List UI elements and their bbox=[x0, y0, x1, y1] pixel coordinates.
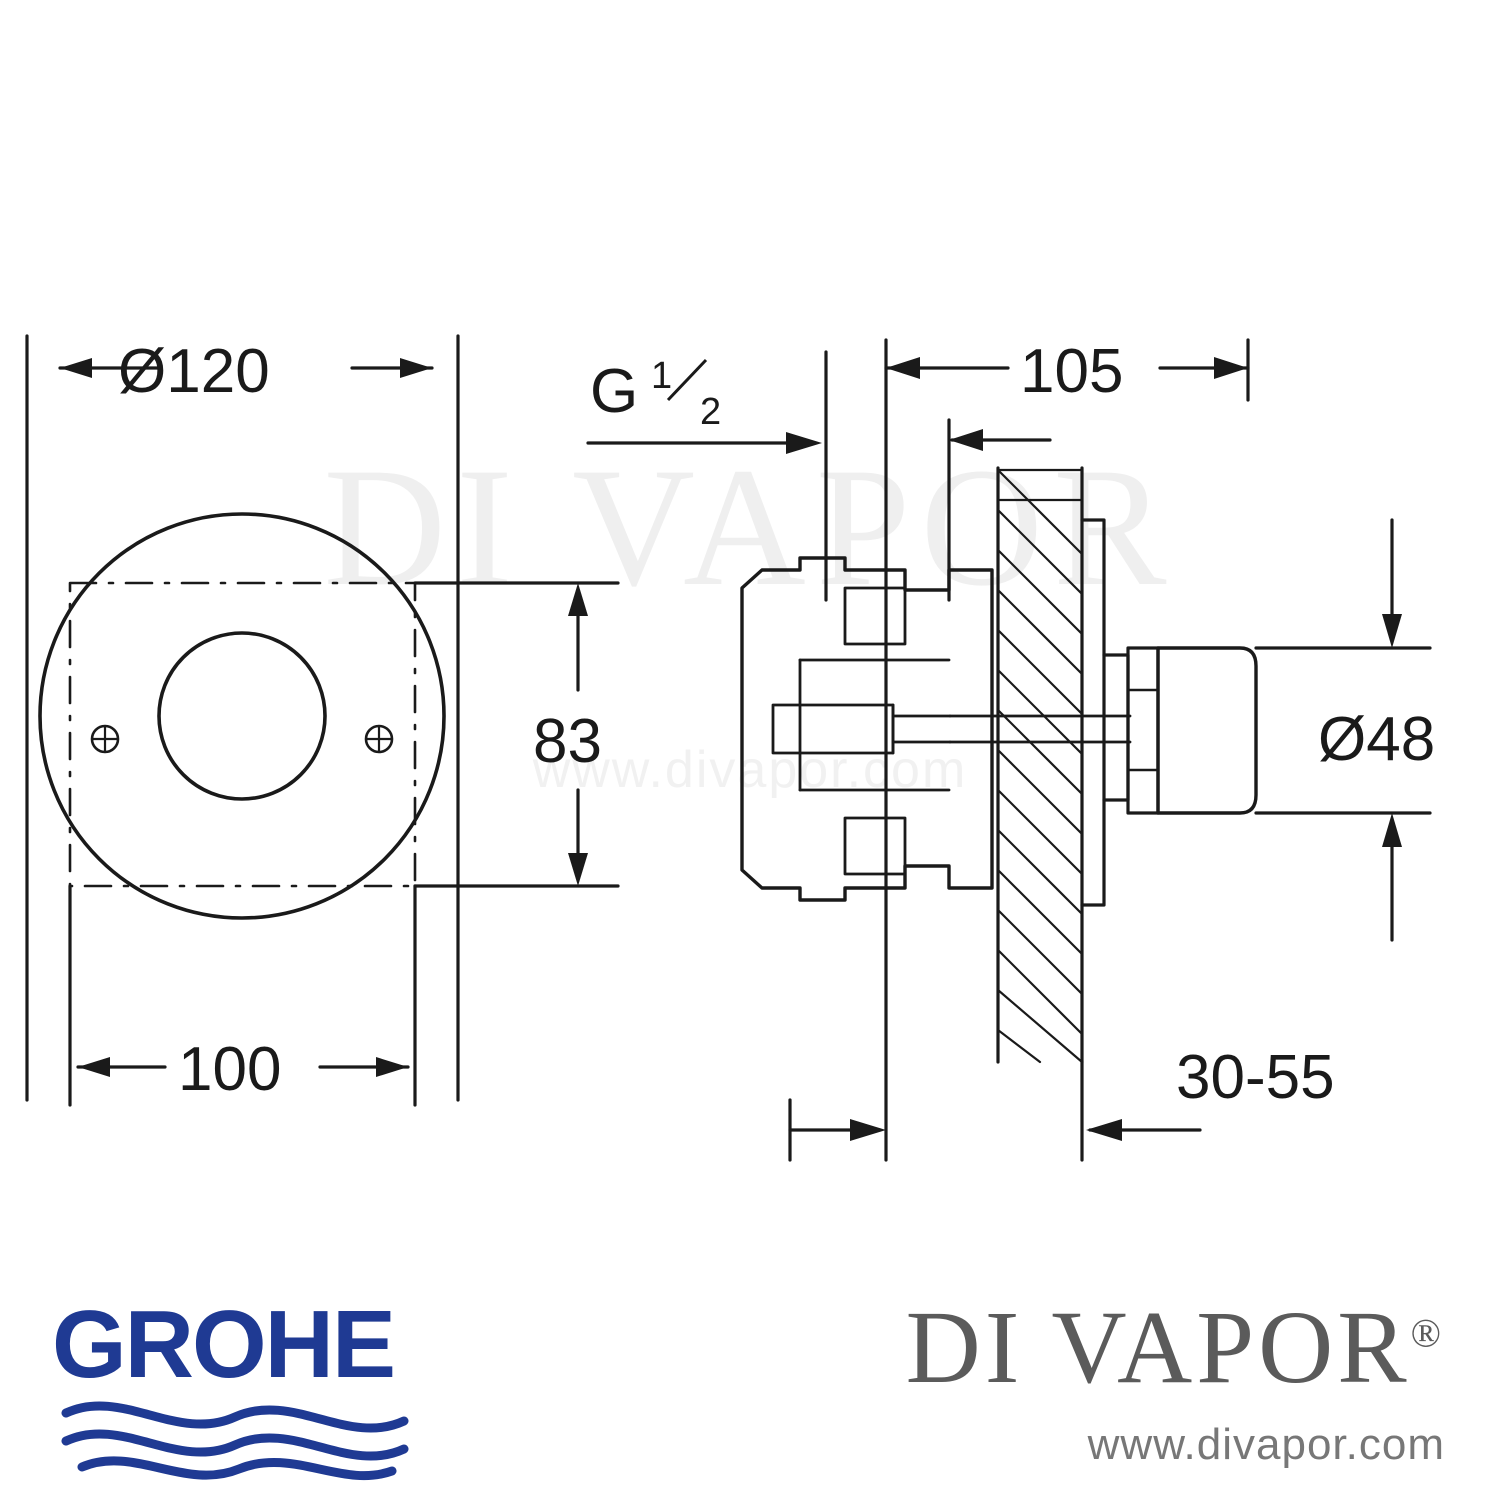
escutcheon-side-plate bbox=[1080, 518, 1106, 907]
arrow-83-top bbox=[568, 583, 588, 616]
label-thread-denominator: 2 bbox=[700, 391, 721, 433]
divapor-name: DI VAPOR bbox=[905, 1290, 1411, 1405]
mounting-rect-dashed bbox=[68, 581, 417, 888]
port-top bbox=[843, 586, 907, 646]
arrow-3055 bbox=[1086, 1119, 1122, 1141]
footer: GROHE DI VAPOR® www.divapor.com bbox=[0, 1285, 1500, 1500]
knob-collar bbox=[1102, 653, 1130, 802]
arrow-83-bottom bbox=[568, 853, 588, 886]
divapor-registered-mark: ® bbox=[1410, 1310, 1445, 1356]
divapor-logo: DI VAPOR® www.divapor.com bbox=[685, 1293, 1445, 1470]
divapor-url: www.divapor.com bbox=[1087, 1420, 1445, 1470]
arrow-48-bottom bbox=[1382, 813, 1402, 847]
escutcheon-outer-circle bbox=[38, 512, 446, 920]
arrow-120-right bbox=[400, 358, 432, 378]
arrow-105-right bbox=[1214, 357, 1248, 379]
escutcheon-inner-circle bbox=[157, 631, 327, 801]
arrow-120-left bbox=[60, 358, 92, 378]
label-width-100: 100 bbox=[178, 1035, 281, 1104]
knob-handle bbox=[1156, 646, 1258, 815]
label-thread: G bbox=[590, 357, 638, 426]
arrow-105-left bbox=[886, 357, 920, 379]
divapor-wordmark: DI VAPOR® bbox=[685, 1293, 1445, 1402]
label-thread-numerator: 1 bbox=[651, 355, 672, 397]
arrow-inner-left bbox=[949, 429, 983, 451]
label-knob-diameter: Ø48 bbox=[1318, 705, 1435, 774]
arrow-100-left bbox=[78, 1057, 110, 1077]
grohe-logo: GROHE bbox=[52, 1295, 409, 1481]
label-height-83: 83 bbox=[533, 707, 602, 776]
arrow-48-top bbox=[1382, 614, 1402, 648]
arrow-bottom-left bbox=[850, 1119, 886, 1141]
thread-fraction-bar bbox=[666, 358, 708, 402]
label-depth-105: 105 bbox=[1020, 337, 1123, 406]
label-plate-diameter: Ø120 bbox=[118, 337, 270, 406]
arrow-100-right bbox=[376, 1057, 408, 1077]
grohe-wave-mark bbox=[61, 1401, 409, 1481]
grohe-wordmark: GROHE bbox=[52, 1295, 394, 1398]
knob-shoulder bbox=[1126, 646, 1160, 815]
arrow-g12 bbox=[786, 432, 822, 454]
wall-hatching bbox=[996, 468, 1084, 1064]
port-bottom bbox=[843, 816, 907, 876]
label-wall-thickness: 30-55 bbox=[1176, 1043, 1335, 1112]
valve-body-outline bbox=[740, 556, 994, 902]
cartridge-body bbox=[771, 703, 895, 755]
